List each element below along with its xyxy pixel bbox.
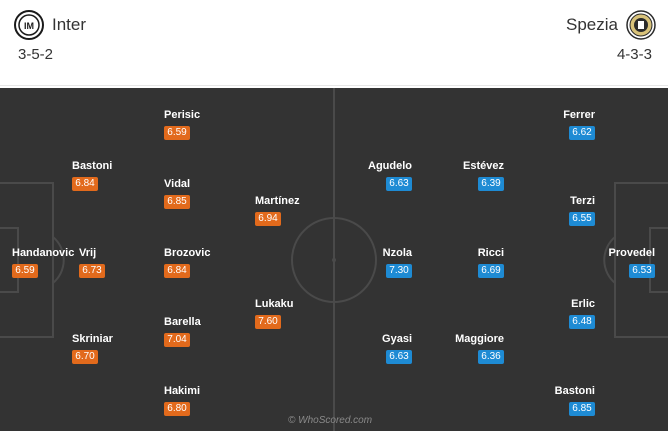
player-hakimi[interactable]: Hakimi 6.80 xyxy=(164,385,224,419)
player-vidal[interactable]: Vidal 6.85 xyxy=(164,178,224,212)
player-gyasi[interactable]: Gyasi 6.63 xyxy=(352,333,412,367)
player-terzi[interactable]: Terzi 6.55 xyxy=(535,195,595,229)
player-rating: 6.53 xyxy=(629,264,655,278)
player-name: Perisic xyxy=(164,109,201,121)
player-maggiore[interactable]: Maggiore 6.36 xyxy=(444,333,504,367)
player-name: Barella xyxy=(164,316,201,328)
player-ferrer[interactable]: Ferrer 6.62 xyxy=(535,109,595,143)
player-perisic[interactable]: Perisic 6.59 xyxy=(164,109,224,143)
player-rating: 6.39 xyxy=(478,177,504,191)
player-vrij[interactable]: Vrij 6.73 xyxy=(79,247,119,281)
player-rating: 6.70 xyxy=(72,350,98,364)
player-rating: 6.62 xyxy=(569,126,595,140)
inter-crest-icon: IM xyxy=(14,10,44,40)
whoscored-watermark: © WhoScored.com xyxy=(288,415,373,426)
player-rating: 6.73 xyxy=(79,264,105,278)
player-rating: 6.63 xyxy=(386,350,412,364)
player-nzola[interactable]: Nzola 7.30 xyxy=(352,247,412,281)
player-name: Gyasi xyxy=(382,333,412,345)
player-rating: 7.30 xyxy=(386,264,412,278)
player-rating: 6.48 xyxy=(569,315,595,329)
player-name: Ferrer xyxy=(563,109,595,121)
spezia-crest-icon xyxy=(626,10,656,40)
player-rating: 6.59 xyxy=(12,264,38,278)
match-header: IM Inter 3-5-2 Spezia 4-3-3 xyxy=(0,0,668,86)
player-agudelo[interactable]: Agudelo 6.63 xyxy=(352,160,412,194)
player-rating: 6.69 xyxy=(478,264,504,278)
player-martinez[interactable]: Martínez 6.94 xyxy=(255,195,315,229)
home-team-name: Inter xyxy=(52,15,87,34)
player-name: Vidal xyxy=(164,178,191,190)
home-formation: 3-5-2 xyxy=(18,46,54,63)
player-name: Vrij xyxy=(79,247,97,259)
player-ricci[interactable]: Ricci 6.69 xyxy=(444,247,504,281)
player-name: Erlic xyxy=(571,298,595,310)
player-rating: 6.55 xyxy=(569,212,595,226)
player-name: Lukaku xyxy=(255,298,294,310)
player-bastoni[interactable]: Bastoni 6.85 xyxy=(535,385,595,419)
player-rating: 6.59 xyxy=(164,126,190,140)
player-handanovic[interactable]: Handanovic 6.59 xyxy=(12,247,92,281)
player-bastoni[interactable]: Bastoni 6.84 xyxy=(72,160,132,194)
player-skriniar[interactable]: Skriniar 6.70 xyxy=(72,333,132,367)
player-brozovic[interactable]: Brozovic 6.84 xyxy=(164,247,224,281)
player-name: Handanovic xyxy=(12,247,75,259)
player-barella[interactable]: Barella 7.04 xyxy=(164,316,224,350)
player-name: Nzola xyxy=(382,247,412,259)
player-estevez[interactable]: Estévez 6.39 xyxy=(444,160,504,194)
pitch-markings xyxy=(0,88,668,431)
player-provedel[interactable]: Provedel 6.53 xyxy=(595,247,655,281)
player-name: Estévez xyxy=(463,160,504,172)
player-erlic[interactable]: Erlic 6.48 xyxy=(535,298,595,332)
away-formation: 4-3-3 xyxy=(616,46,652,63)
pitch xyxy=(0,88,668,431)
player-rating: 6.36 xyxy=(478,350,504,364)
player-lukaku[interactable]: Lukaku 7.60 xyxy=(255,298,315,332)
player-name: Skriniar xyxy=(72,333,113,345)
player-rating: 7.04 xyxy=(164,333,190,347)
player-rating: 6.63 xyxy=(386,177,412,191)
player-rating: 6.80 xyxy=(164,402,190,416)
player-name: Provedel xyxy=(608,247,655,259)
player-rating: 6.85 xyxy=(569,402,595,416)
svg-text:IM: IM xyxy=(24,21,34,31)
player-rating: 6.94 xyxy=(255,212,281,226)
player-rating: 6.84 xyxy=(72,177,98,191)
player-name: Agudelo xyxy=(368,160,412,172)
player-name: Terzi xyxy=(570,195,595,207)
player-name: Bastoni xyxy=(72,160,113,172)
away-team-name: Spezia xyxy=(566,15,618,34)
player-name: Maggiore xyxy=(455,333,504,345)
player-name: Brozovic xyxy=(164,247,211,259)
player-name: Bastoni xyxy=(554,385,595,397)
player-name: Hakimi xyxy=(164,385,201,397)
player-rating: 6.84 xyxy=(164,264,190,278)
player-name: Martínez xyxy=(255,195,300,207)
player-name: Ricci xyxy=(477,247,504,259)
player-rating: 6.85 xyxy=(164,195,190,209)
player-rating: 7.60 xyxy=(255,315,281,329)
